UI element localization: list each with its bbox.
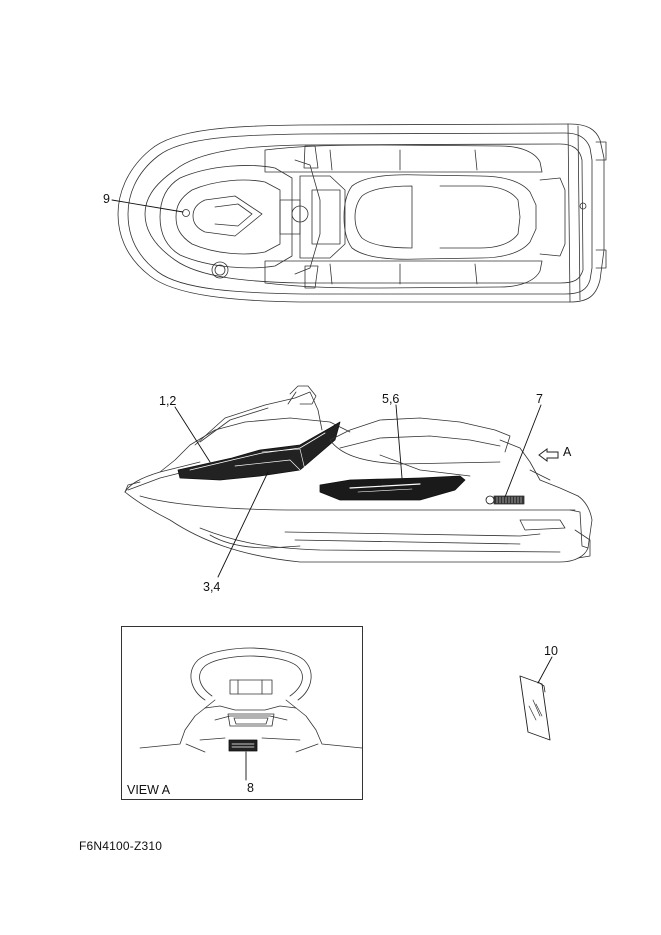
callout-a: A [563,445,572,459]
view-a-rear-watercraft [139,647,363,753]
reference-code: F6N4100-Z310 [79,839,163,853]
view-a-frame [121,626,363,800]
callout-9: 9 [103,192,110,206]
callout-5-6-leader [395,404,403,479]
callout-7-leader [504,404,542,498]
view-a-label: VIEW A [127,783,171,797]
top-view-watercraft [117,123,607,303]
callout-1-2-leader [174,406,211,463]
callout-8: 8 [247,781,254,795]
callout-1-2: 1,2 [159,394,177,408]
callout-10-leader [537,656,553,684]
callout-7: 7 [536,392,543,406]
view-a-arrow-icon [538,448,559,462]
callout-3-4: 3,4 [203,580,221,594]
callout-9-leader [111,199,184,213]
decal-sheet-part-10 [519,675,551,741]
side-view-watercraft [124,385,593,563]
callout-5-6: 5,6 [382,392,400,406]
callout-10: 10 [544,644,558,658]
callout-3-4-leader [217,471,269,578]
